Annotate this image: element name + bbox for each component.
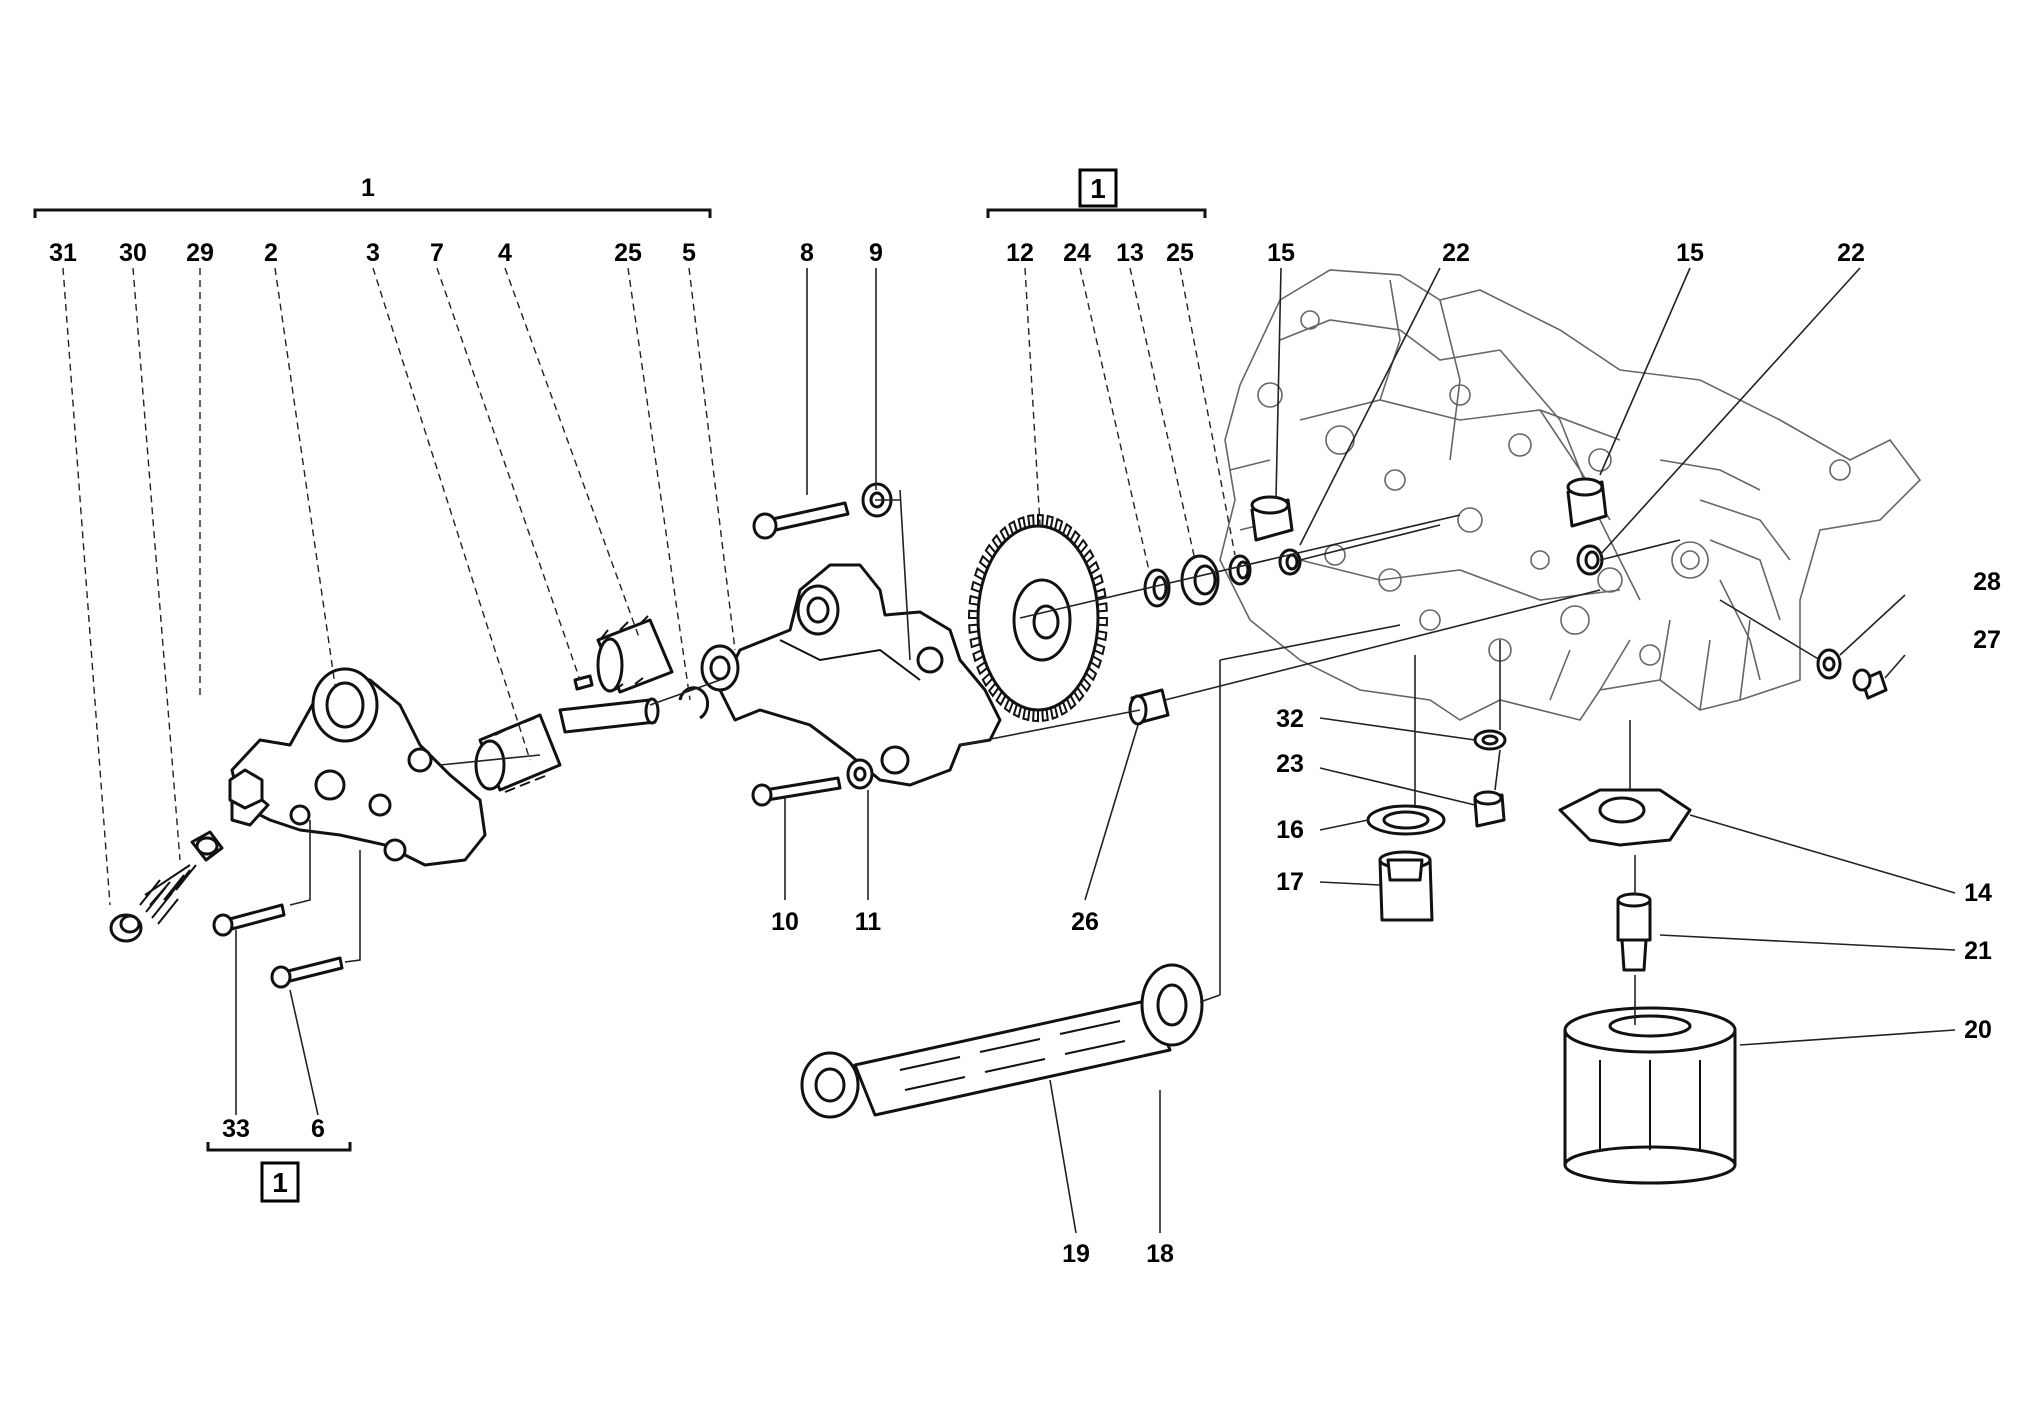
shaft-key xyxy=(573,674,594,691)
callout-26: 26 xyxy=(1071,908,1099,936)
callout-30: 30 xyxy=(119,239,147,267)
gasket-18 xyxy=(1140,963,1204,1047)
callout-32: 32 xyxy=(1276,705,1304,733)
pump-drive-gear xyxy=(474,713,562,793)
callout-7: 7 xyxy=(430,239,444,267)
callout-31: 31 xyxy=(49,239,77,267)
washer-32 xyxy=(1473,729,1507,751)
callout-22b: 22 xyxy=(1837,239,1865,267)
callout-15a: 15 xyxy=(1267,239,1295,267)
oil-pump-drive-gear xyxy=(967,513,1109,723)
relief-valve-plunger xyxy=(190,830,224,862)
bushing-15-left xyxy=(1250,495,1294,542)
callout-2: 2 xyxy=(264,239,278,267)
callout-29: 29 xyxy=(186,239,214,267)
oil-filter-20 xyxy=(1563,1006,1737,1185)
pump-screw-6 xyxy=(270,956,344,989)
pump-screw-33 xyxy=(212,903,286,937)
engine-crankcase xyxy=(1219,269,1922,721)
callout-22a: 22 xyxy=(1442,239,1470,267)
callout-21: 21 xyxy=(1964,937,1992,965)
group-braces xyxy=(33,208,1207,1152)
drain-plug-17 xyxy=(1378,850,1434,922)
o-ring-22-right xyxy=(1576,544,1604,576)
pump-shaft xyxy=(558,697,660,734)
callout-23: 23 xyxy=(1276,750,1304,778)
callout-14: 14 xyxy=(1964,879,1992,907)
deflector-plate-14 xyxy=(1558,788,1692,847)
plug-27 xyxy=(1852,668,1888,700)
callout-9: 9 xyxy=(869,239,883,267)
callout-27: 27 xyxy=(1973,626,2001,654)
group-marker-top: 1 xyxy=(1078,168,1118,208)
callout-25a: 25 xyxy=(614,239,642,267)
filter-nipple-21 xyxy=(1616,892,1652,972)
washer-28 xyxy=(1816,648,1842,680)
o-ring-22-left xyxy=(1278,548,1302,576)
relief-valve-spring xyxy=(139,864,197,925)
cover-washer-11 xyxy=(846,758,874,790)
callout-12: 12 xyxy=(1006,239,1034,267)
callout-18: 18 xyxy=(1146,1240,1174,1268)
pump-driven-gear xyxy=(596,615,674,694)
callout-11: 11 xyxy=(855,908,882,936)
gear-circlip-24 xyxy=(1143,568,1171,608)
bushing-15-right xyxy=(1566,477,1608,528)
svg-text:1: 1 xyxy=(272,1167,288,1198)
callout-8: 8 xyxy=(800,239,814,267)
bearing-13 xyxy=(1180,554,1220,606)
callout-33: 33 xyxy=(222,1115,250,1143)
leader-lines xyxy=(62,267,1956,1234)
callout-16: 16 xyxy=(1276,816,1304,844)
group-marker-bottom: 1 xyxy=(260,1161,300,1203)
gear-teeth xyxy=(967,513,1109,723)
sleeve-26 xyxy=(1128,688,1170,726)
callout-4: 4 xyxy=(498,239,512,267)
oil-strainer-19 xyxy=(800,998,1172,1119)
callout-28: 28 xyxy=(1973,568,2001,596)
callout-20: 20 xyxy=(1964,1016,1992,1044)
oil-pump-body xyxy=(228,667,487,867)
callout-25b: 25 xyxy=(1166,239,1194,267)
relief-valve-plug xyxy=(109,913,143,943)
callout-5: 5 xyxy=(682,239,696,267)
callout-13: 13 xyxy=(1116,239,1144,267)
callout-24: 24 xyxy=(1063,239,1091,267)
callout-6: 6 xyxy=(311,1115,325,1143)
callout-10: 10 xyxy=(771,908,799,936)
retaining-ring-25 xyxy=(1228,554,1252,586)
callout-19: 19 xyxy=(1062,1240,1090,1268)
callout-1: 1 xyxy=(361,174,375,202)
cover-screw-10 xyxy=(751,776,842,807)
oil-pump-cover xyxy=(700,563,1002,787)
svg-text:1: 1 xyxy=(1090,173,1106,204)
callout-labels: 1 31 30 29 2 3 7 4 25 5 8 9 12 24 13 25 … xyxy=(49,174,2001,1268)
cover-screw-8 xyxy=(752,501,850,540)
gasket-16 xyxy=(1366,804,1446,836)
callout-3: 3 xyxy=(366,239,380,267)
callout-17: 17 xyxy=(1276,868,1304,896)
callout-15b: 15 xyxy=(1676,239,1704,267)
plug-23 xyxy=(1473,790,1506,828)
